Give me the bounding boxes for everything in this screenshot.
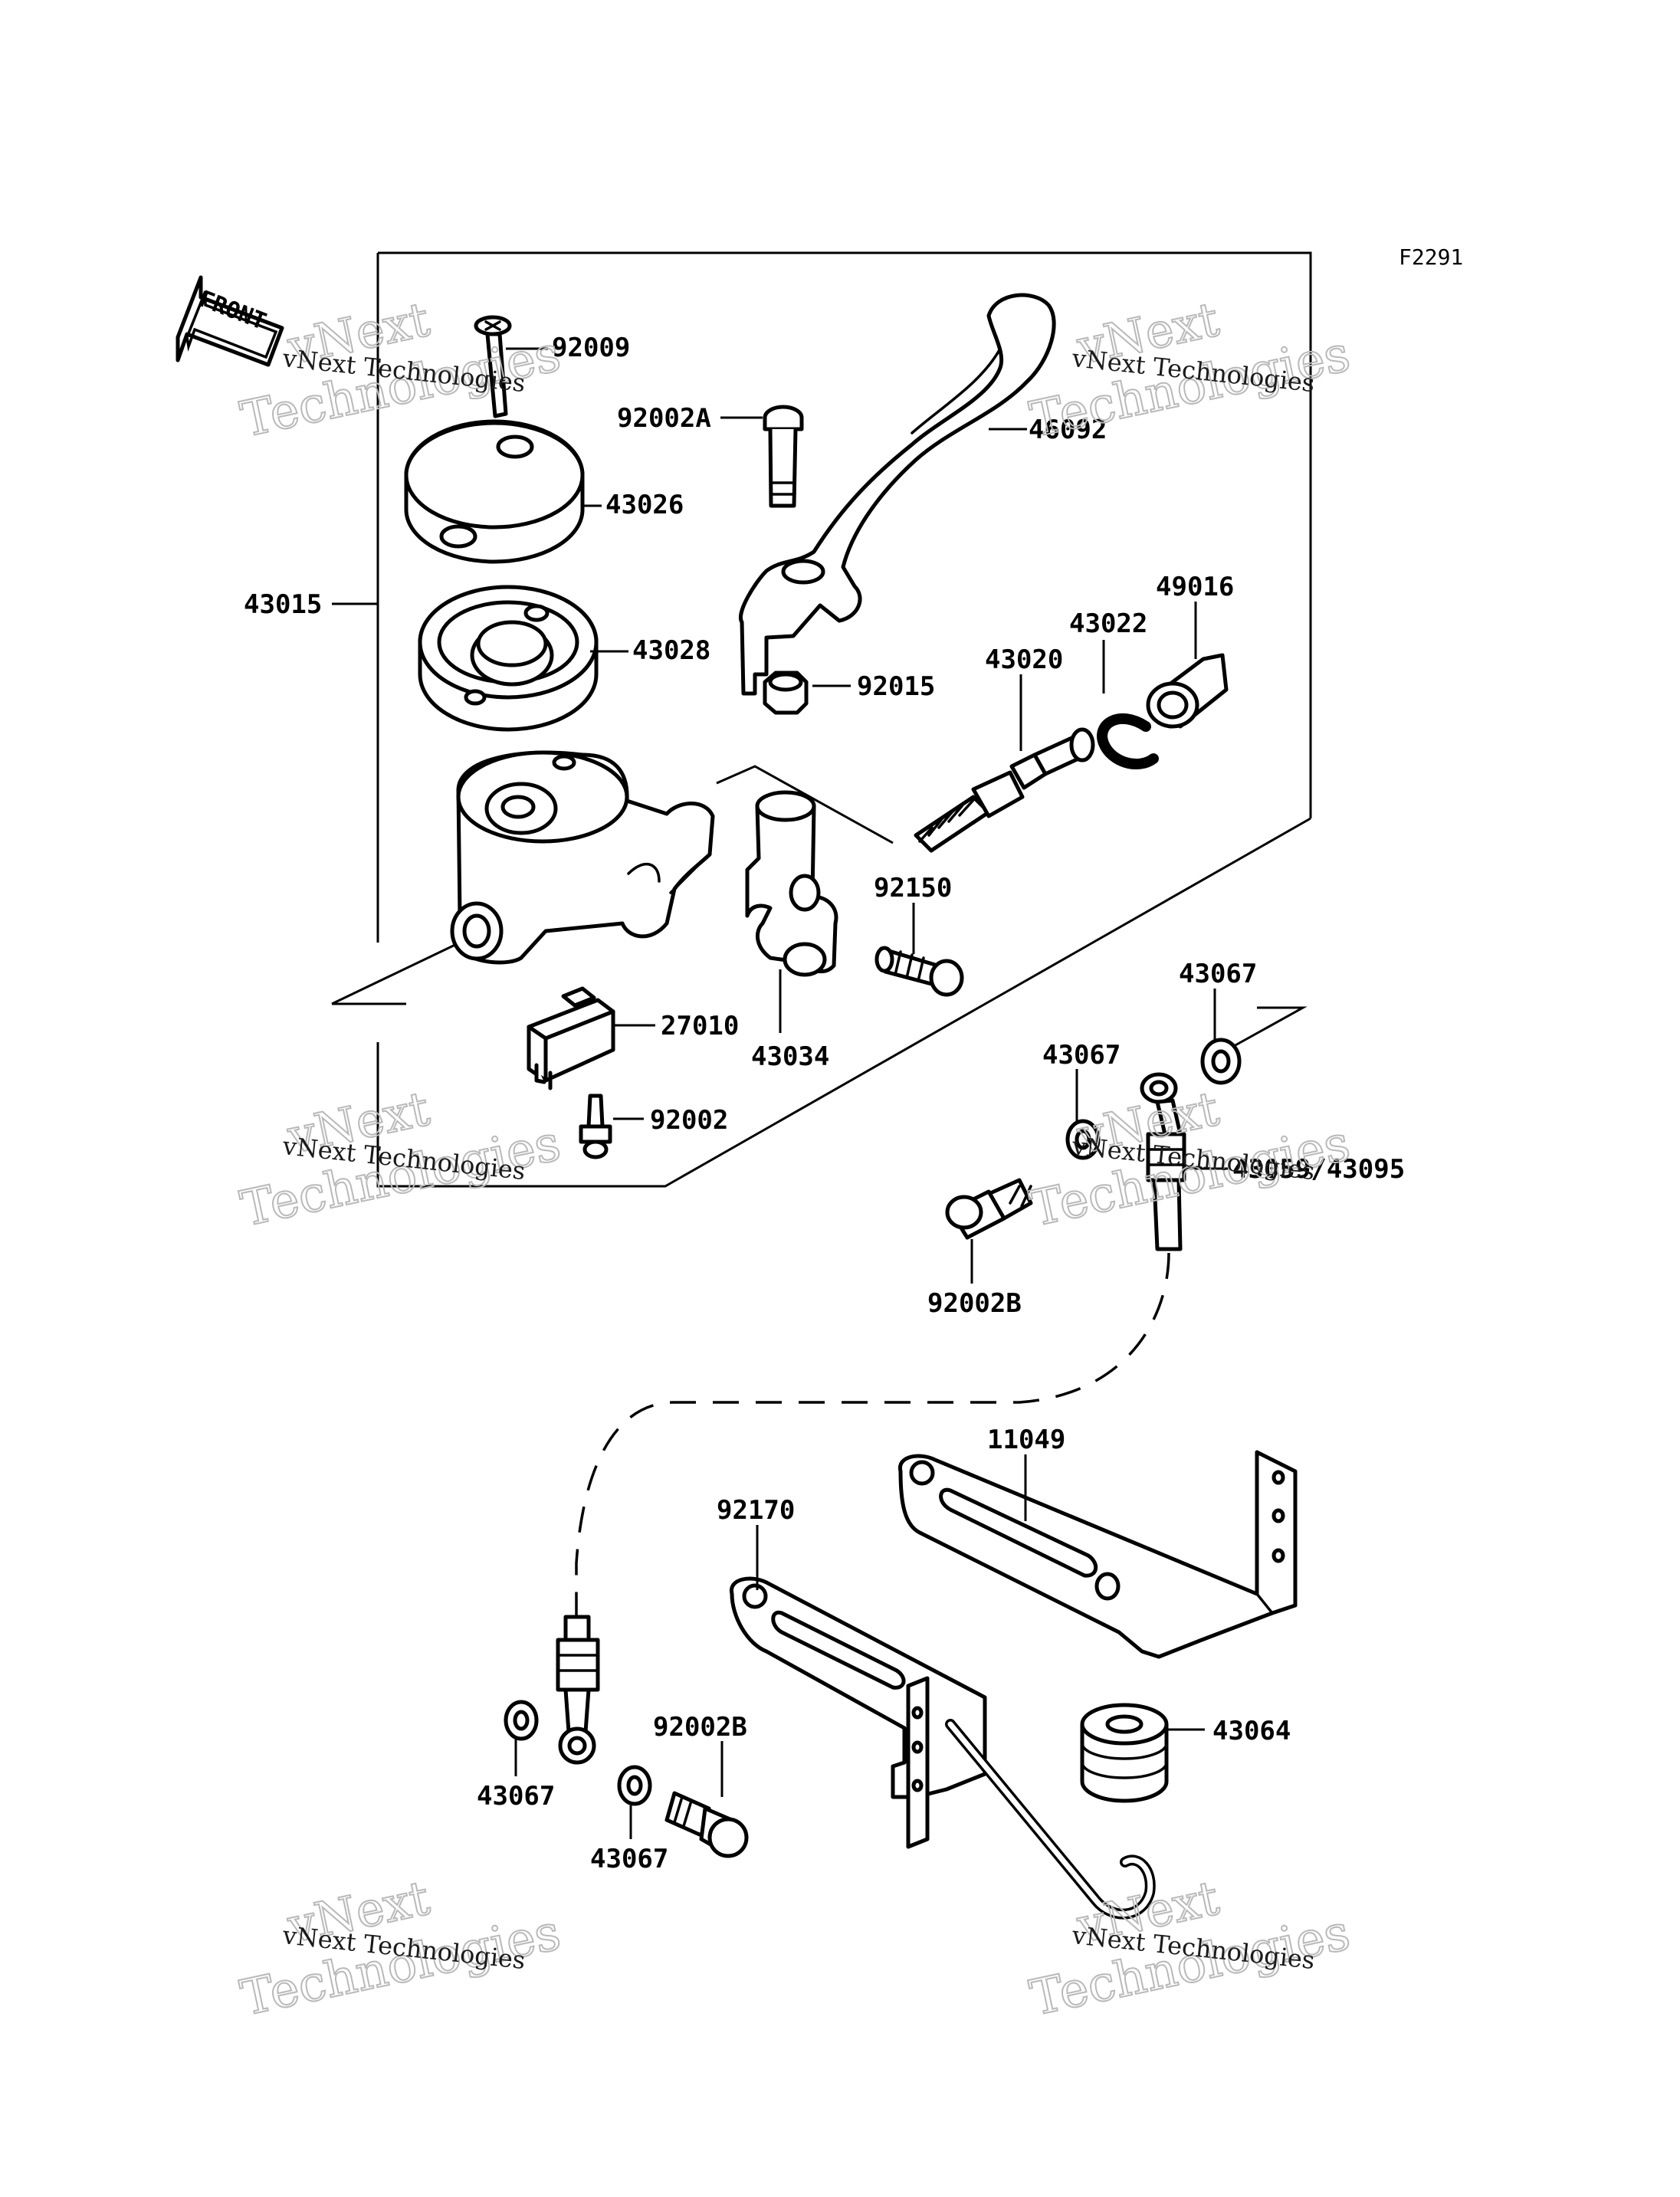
piston-assembly-43020 bbox=[914, 727, 1095, 853]
bolt-92150 bbox=[874, 946, 964, 997]
screw-92009 bbox=[474, 315, 512, 418]
label-43067-middle: 43067 bbox=[1042, 1040, 1121, 1071]
brake-switch-27010 bbox=[527, 986, 615, 1090]
banjo-bolt-92002B-upper bbox=[945, 1178, 1033, 1240]
washer-43067-lower-left bbox=[504, 1700, 539, 1741]
leader-lines bbox=[332, 347, 1228, 1839]
label-27010: 27010 bbox=[661, 1011, 739, 1041]
pivot-bolt-92002A bbox=[763, 405, 804, 508]
hose-banjo-lower bbox=[556, 1615, 600, 1765]
diaphragm-43028 bbox=[418, 585, 599, 732]
brake-lever-46092 bbox=[739, 293, 1056, 696]
assembly-outline bbox=[331, 251, 1312, 1188]
label-92002: 92002 bbox=[650, 1105, 728, 1136]
master-cylinder-body bbox=[450, 750, 715, 965]
hose-banjo-upper bbox=[1140, 1072, 1186, 1251]
label-43034: 43034 bbox=[751, 1041, 829, 1072]
front-arrow-icon: FRONT bbox=[176, 275, 284, 367]
nut-92015 bbox=[763, 671, 809, 715]
label-43064: 43064 bbox=[1212, 1716, 1291, 1746]
label-43067-lower-right: 43067 bbox=[590, 1844, 668, 1874]
figure-code: F2291 bbox=[1399, 244, 1463, 270]
watermark-top-left: vNext Technologies bbox=[235, 290, 566, 450]
bracket-11049 bbox=[898, 1450, 1298, 1659]
label-11049: 11049 bbox=[987, 1425, 1065, 1455]
label-43067-upper: 43067 bbox=[1179, 959, 1257, 989]
label-43059-43095: 43059/43095 bbox=[1232, 1154, 1405, 1185]
clamp-43034 bbox=[745, 790, 838, 977]
banjo-bolt-92002B-lower bbox=[664, 1791, 749, 1858]
label-43067-lower-left: 43067 bbox=[477, 1781, 555, 1812]
reservoir-cap-43026 bbox=[404, 419, 585, 564]
label-92015: 92015 bbox=[857, 671, 935, 702]
label-92170: 92170 bbox=[717, 1495, 795, 1526]
label-92002B-upper: 92002B bbox=[927, 1288, 1022, 1319]
washer-43067-upper bbox=[1200, 1038, 1242, 1085]
label-92150: 92150 bbox=[874, 873, 952, 903]
label-43022: 43022 bbox=[1069, 608, 1147, 639]
damper-43064 bbox=[1080, 1703, 1169, 1803]
circlip-43022 bbox=[1097, 713, 1159, 770]
label-43020: 43020 bbox=[985, 644, 1063, 675]
brake-hose-dashed bbox=[575, 1252, 1170, 1617]
label-46092: 46092 bbox=[1029, 415, 1107, 445]
boot-49016 bbox=[1146, 653, 1229, 729]
screw-92002 bbox=[579, 1094, 612, 1159]
washer-43067-middle bbox=[1065, 1119, 1101, 1160]
label-92002A: 92002A bbox=[617, 403, 711, 434]
label-43028: 43028 bbox=[632, 635, 710, 666]
bracket-92170 bbox=[730, 1576, 987, 1849]
label-92009: 92009 bbox=[552, 333, 630, 363]
washer-43067-lower-right bbox=[617, 1765, 652, 1806]
label-43015: 43015 bbox=[244, 589, 322, 620]
label-43026: 43026 bbox=[605, 490, 684, 520]
label-49016: 49016 bbox=[1156, 572, 1234, 602]
label-92002B-lower: 92002B bbox=[653, 1712, 747, 1743]
